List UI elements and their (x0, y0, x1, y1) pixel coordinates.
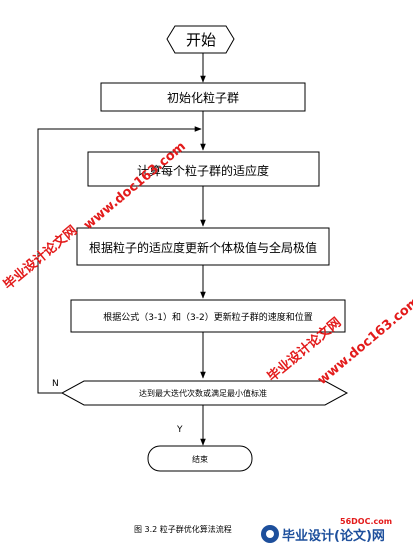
figure-caption: 图 3.2 粒子群优化算法流程 (134, 524, 232, 534)
fitness-node (87, 151, 320, 187)
logo-main-text: 毕业设计(论文)网 (282, 528, 385, 544)
init-label: 初始化粒子群 (167, 90, 239, 105)
update-best-label: 根据粒子的适应度更新个体极值与全局极值 (89, 240, 317, 255)
watermark-site-left: 毕业设计论文网 (0, 222, 80, 293)
start-node (166, 25, 235, 54)
update-velocity-node (70, 299, 346, 333)
update-velocity-label: 根据公式（3-1）和（3-2）更新粒子群的速度和位置 (103, 311, 312, 323)
site-logo: 56DOC.com 毕业设计(论文)网 (261, 517, 392, 544)
loop-back-line (37, 126, 202, 394)
init-node (100, 82, 306, 112)
end-node (147, 445, 253, 472)
condition-label: 达到最大迭代次数或满足最小值标准 (139, 388, 267, 398)
branch-no-label: N (52, 379, 59, 389)
branch-yes-label: Y (176, 425, 183, 435)
end-label: 结束 (192, 454, 208, 464)
fitness-label: 计算每个粒子群的适应度 (137, 163, 269, 178)
logo-small-text: 56DOC.com (340, 517, 392, 526)
start-label: 开始 (186, 31, 216, 49)
